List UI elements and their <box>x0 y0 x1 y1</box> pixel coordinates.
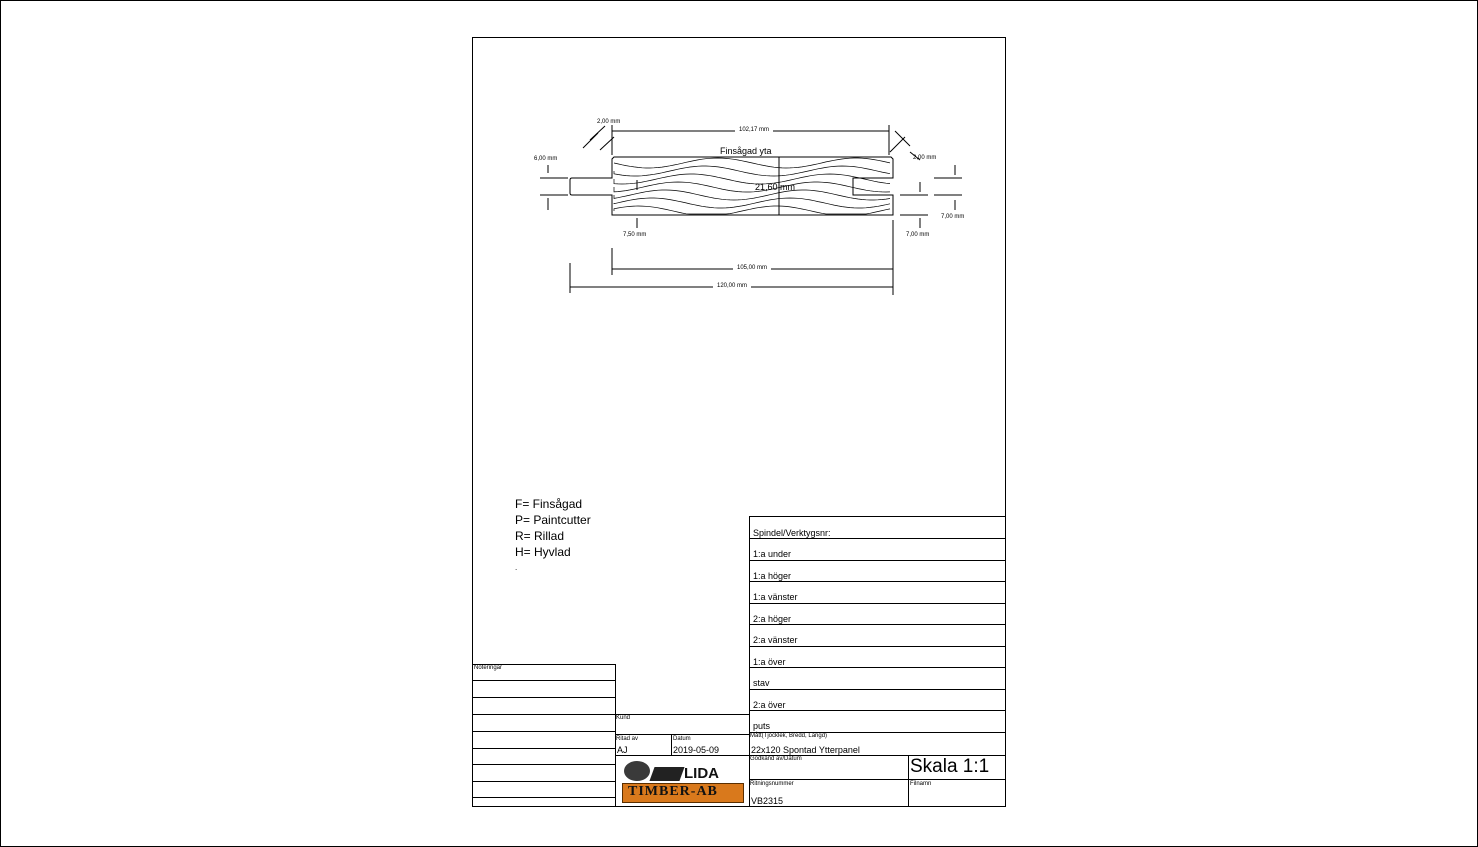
dim-top-width: 102,17 mm <box>735 127 774 133</box>
tools-header: Spindel/Verktygsnr: <box>753 528 831 538</box>
tool-row-label: 1:a över <box>753 657 786 667</box>
drawn-by-label: Ritad av <box>616 736 639 742</box>
dim-chamfer-right: 2,00 mm <box>913 155 937 161</box>
tool-row-label: 1:a vänster <box>753 592 798 602</box>
dim-right-offset-a: 7,00 mm <box>941 214 965 220</box>
drawing-number: VB2315 <box>751 796 784 806</box>
dim-tongue: 6,00 mm <box>534 156 558 162</box>
dim-right-offset-b: 7,00 mm <box>906 232 930 238</box>
date-label: Datum <box>673 736 691 742</box>
dimensions: 22x120 Spontad Ytterpanel <box>751 745 860 755</box>
tool-row-label: stav <box>753 678 770 688</box>
notes-label: Noteringar <box>474 665 503 671</box>
drawn-by: AJ <box>617 745 628 755</box>
legend-item: R= Rillad <box>515 529 565 543</box>
tool-row-label: 2:a höger <box>753 614 792 624</box>
tool-row-label: 2:a vänster <box>753 635 798 645</box>
dimensions-label: Mått(Tjocklek, Bredd, Längd) <box>750 733 828 739</box>
dim-chamfer-left: 2,00 mm <box>597 119 621 125</box>
drawing-number-label: Ritningsnummer <box>750 781 794 787</box>
company-logo: LIDA TIMBER-AB <box>622 759 744 803</box>
dim-face-width: 105,00 mm <box>733 265 772 271</box>
tool-row-label: 1:a under <box>753 549 792 559</box>
legend-item: P= Paintcutter <box>515 513 591 527</box>
tool-row-label: 1:a höger <box>753 571 792 581</box>
scale: Skala 1:1 <box>910 756 990 777</box>
filename-label: Filnamn <box>910 781 932 787</box>
surface-legend: F= Finsågad P= Paintcutter R= Rillad H= … <box>515 496 591 576</box>
board-outline <box>569 156 894 216</box>
dim-left-offset: 7,50 mm <box>623 232 647 238</box>
legend-item: F= Finsågad <box>515 497 583 511</box>
dim-thickness: 21,60 mm <box>755 182 796 192</box>
approved-label: Godkänd av/Datum <box>750 756 802 762</box>
legend-item: . <box>515 563 518 572</box>
customer-label: Kund <box>616 715 631 721</box>
tool-row-label: puts <box>753 721 771 731</box>
dim-total-width: 120,00 mm <box>713 283 752 289</box>
tool-row-label: 2:a över <box>753 700 786 710</box>
date: 2019-05-09 <box>673 745 720 755</box>
legend-item: H= Hyvlad <box>515 545 571 559</box>
drawing-sheet <box>472 37 1006 807</box>
surface-label: Finsågad yta <box>720 146 772 156</box>
